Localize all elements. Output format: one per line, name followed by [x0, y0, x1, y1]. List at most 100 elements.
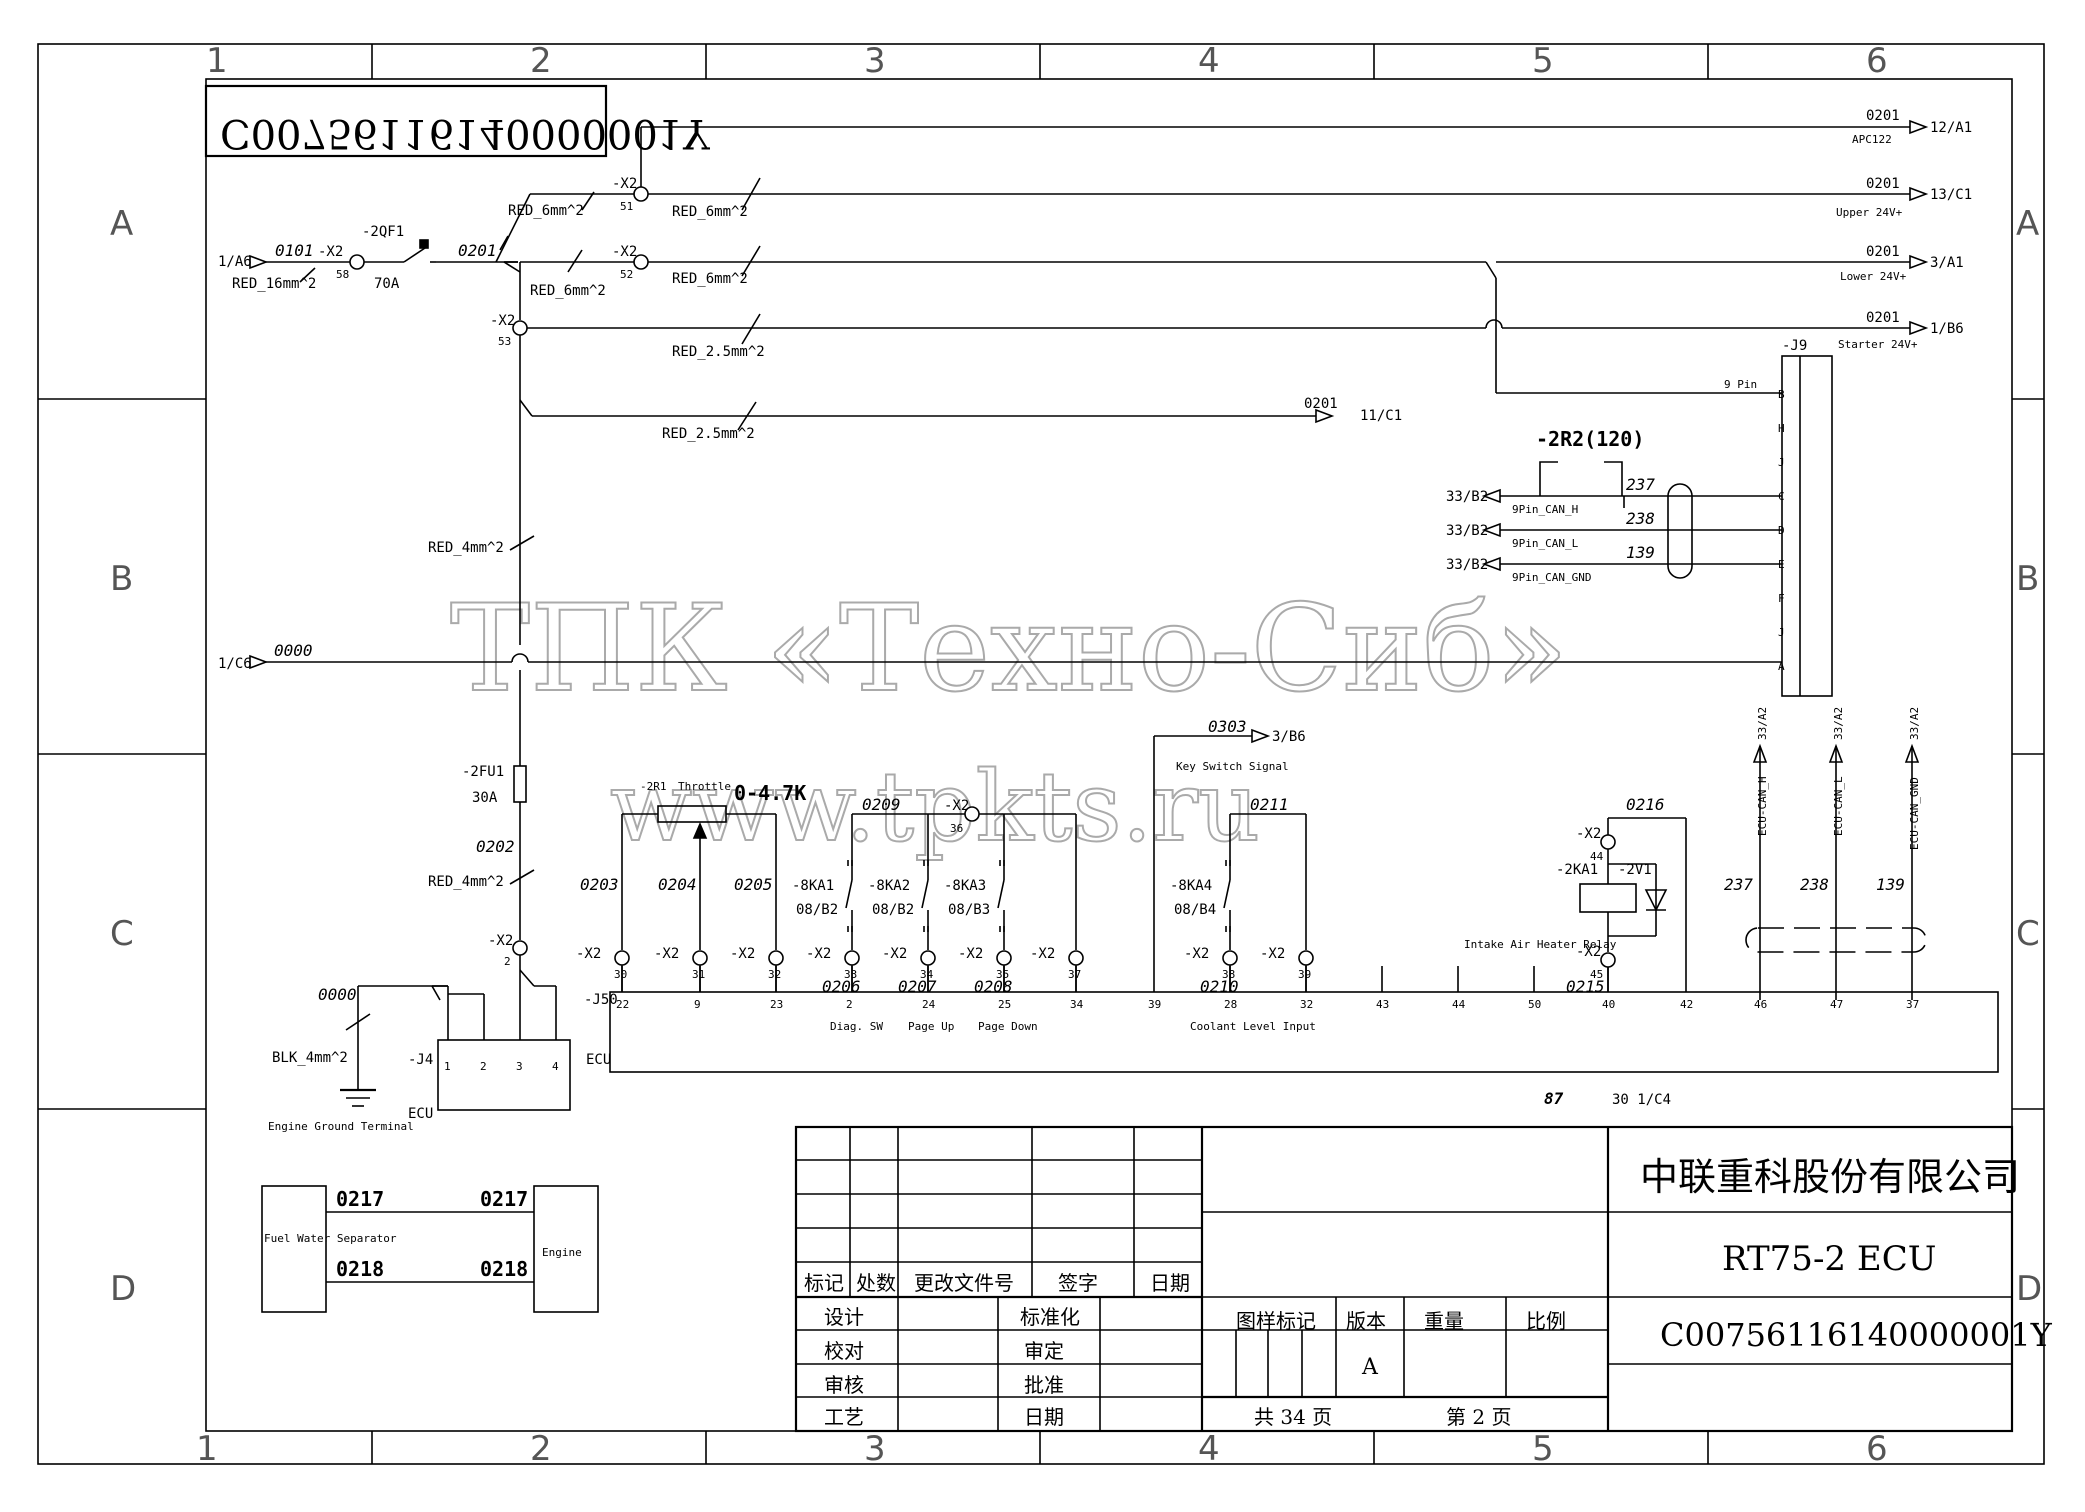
mark-h-weight: 重量	[1424, 1309, 1464, 1333]
j9-pin-h: H	[1778, 422, 1785, 435]
x2-terminal-32	[768, 950, 784, 966]
ecu-can-gnd-ref: 33/A2	[1908, 707, 1921, 740]
engine-box	[533, 1185, 599, 1313]
grid-col-1-bottom: 1	[196, 1429, 218, 1469]
relay-ref-1: 08/B2	[872, 902, 914, 918]
fuse-rating: 30A	[472, 790, 498, 806]
upper-wire: 0201	[1866, 176, 1900, 192]
apc-desc: APC122	[1852, 133, 1892, 146]
j50-pin-46: 46	[1754, 998, 1767, 1011]
relay-name-2: -8KA3	[944, 878, 986, 894]
ecu-can-h: 33/A2 ECU-CAN_H 237	[1724, 707, 1769, 1000]
starter-arrow	[1909, 320, 1929, 336]
ecu-can-shield	[1745, 927, 1927, 953]
ecu-j50-box	[609, 991, 1999, 1073]
j50-pin-40: 40	[1602, 998, 1615, 1011]
total-pages: 共 34 页	[1254, 1405, 1332, 1429]
x2-44-terminal	[1600, 834, 1616, 850]
x2-36-pin: 36	[950, 822, 963, 835]
fuse-body	[513, 765, 527, 803]
wire-0209: 0209	[862, 795, 901, 814]
branch3-pin: 53	[498, 335, 511, 348]
note-87: 87	[1544, 1089, 1564, 1108]
upper-desc: Upper 24V+	[1836, 206, 1903, 219]
x2-conn-38: -X2	[1184, 946, 1209, 962]
j9-name: -J9	[1782, 338, 1807, 354]
drawing-title: RT75-2 ECU	[1722, 1239, 1936, 1279]
can-gnd-wire: 139	[1626, 543, 1655, 562]
engine-label: Engine	[542, 1246, 582, 1259]
company-name: 中联重科股份有限公司	[1640, 1155, 2020, 1199]
note-30: 30 1/C4	[1612, 1092, 1671, 1108]
x2-terminal-30	[614, 950, 630, 966]
x2-wire-0205: 0205	[734, 875, 773, 894]
j50-pin-28: 28	[1224, 998, 1237, 1011]
c1-arrow	[1315, 408, 1335, 424]
ecu-can-gnd-wire: 139	[1876, 875, 1905, 894]
can-gnd-ref: 33/B2	[1446, 557, 1488, 573]
branch1-pin: 51	[620, 200, 633, 213]
lower-dest: 3/A1	[1930, 255, 1964, 271]
ecu-can-l-sig: ECU-CAN_L	[1832, 776, 1845, 836]
ground-wire: 0000	[274, 641, 313, 660]
can-l-sig: 9Pin_CAN_L	[1512, 537, 1579, 550]
grid-row-d: D	[110, 1269, 136, 1309]
wire-0211: 0211	[1250, 795, 1289, 814]
heater-relay-coil	[1579, 883, 1637, 913]
starter-wire: 0201	[1866, 310, 1900, 326]
branch2-spec-in: RED_6mm^2	[530, 283, 606, 299]
x2-wire-0208: 0208	[974, 977, 1013, 996]
x2-53-terminal	[512, 320, 528, 336]
grid-col-4-bottom: 4	[1198, 1429, 1220, 1469]
version-value: A	[1361, 1355, 1379, 1380]
key-switch-ref: 3/B6	[1272, 729, 1306, 745]
x2-wire-0204: 0204	[658, 875, 697, 894]
rev-h-date: 日期	[1150, 1271, 1190, 1295]
x2-pin-37: 37	[1068, 968, 1081, 981]
grid-col-3: 3	[864, 41, 886, 81]
heater-label: Intake Air Heater Relay	[1464, 938, 1617, 951]
heater-wire: 0216	[1626, 795, 1665, 814]
grid-row-d-right: D	[2016, 1269, 2042, 1309]
x2-terminal-33	[844, 950, 860, 966]
branch1-conn: -X2	[612, 176, 637, 192]
fw-wire1-right: 0217	[480, 1187, 528, 1211]
can-h-sig: 9Pin_CAN_H	[1512, 503, 1578, 516]
grid-row-c-right: C	[2016, 914, 2040, 954]
j4-pin-3: 3	[516, 1060, 523, 1073]
fuse-name: -2FU1	[462, 764, 504, 780]
rev-h-sign: 签字	[1058, 1271, 1098, 1295]
throttle-label: Throttle	[678, 780, 731, 793]
heater-relay: -2KA1	[1556, 862, 1598, 878]
ecu-can-l-wire: 238	[1800, 875, 1829, 894]
role-review: 审核	[824, 1373, 864, 1397]
heater-pin1: 44	[1590, 850, 1604, 863]
breaker-rating: 70A	[374, 276, 400, 292]
x2-conn-37: -X2	[1030, 946, 1055, 962]
x2-terminal-37	[1068, 950, 1084, 966]
starter-desc: Starter 24V+	[1838, 338, 1918, 351]
j4-name: -J4	[408, 1052, 433, 1068]
mark-h-drawing: 图样标记	[1236, 1309, 1316, 1333]
j4-pin-2: 2	[480, 1060, 487, 1073]
grid-col-5: 5	[1532, 41, 1554, 81]
j50-pin-44: 44	[1452, 998, 1466, 1011]
x2-wire-0207: 0207	[898, 977, 937, 996]
j4-box	[437, 1039, 571, 1111]
heater-conn1: -X2	[1576, 826, 1601, 842]
relay-name-3: -8KA4	[1170, 878, 1212, 894]
ground-ref: 1/C6	[218, 656, 252, 672]
watermark-url: www.tpkts.ru	[610, 751, 1260, 863]
feed-wire: 0101	[275, 241, 314, 260]
c1-spec: RED_2.5mm^2	[662, 426, 755, 442]
can-shield	[1667, 483, 1693, 579]
apc-arrow	[1909, 119, 1929, 135]
role-design: 设计	[824, 1305, 864, 1329]
x2-terminal-35	[996, 950, 1012, 966]
x2-conn-30: -X2	[576, 946, 601, 962]
role-approve: 审定	[1024, 1339, 1064, 1363]
mark-h-version: 版本	[1346, 1309, 1386, 1333]
fuel-water-box	[261, 1185, 327, 1313]
